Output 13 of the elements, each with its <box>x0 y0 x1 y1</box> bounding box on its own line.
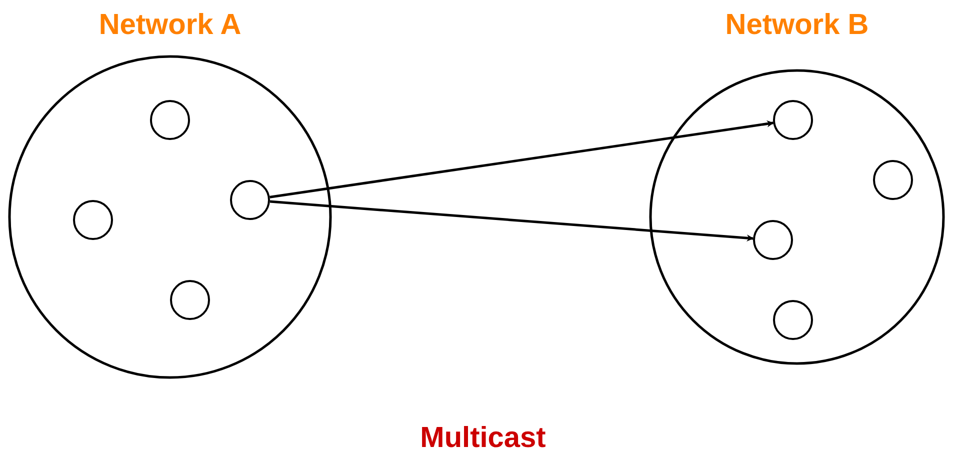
host-circle <box>170 280 210 320</box>
host-circle <box>150 100 190 140</box>
host-circle <box>773 100 813 140</box>
network-title: Network B <box>724 8 870 43</box>
host-circle <box>773 300 813 340</box>
arrow <box>270 200 754 242</box>
host-circle <box>753 220 793 260</box>
host-circle <box>873 160 913 200</box>
host-circle <box>73 200 113 240</box>
host-circle <box>230 180 270 220</box>
caption: Multicast <box>419 422 547 455</box>
network-title: Network A <box>98 8 242 43</box>
arrow <box>270 120 774 198</box>
